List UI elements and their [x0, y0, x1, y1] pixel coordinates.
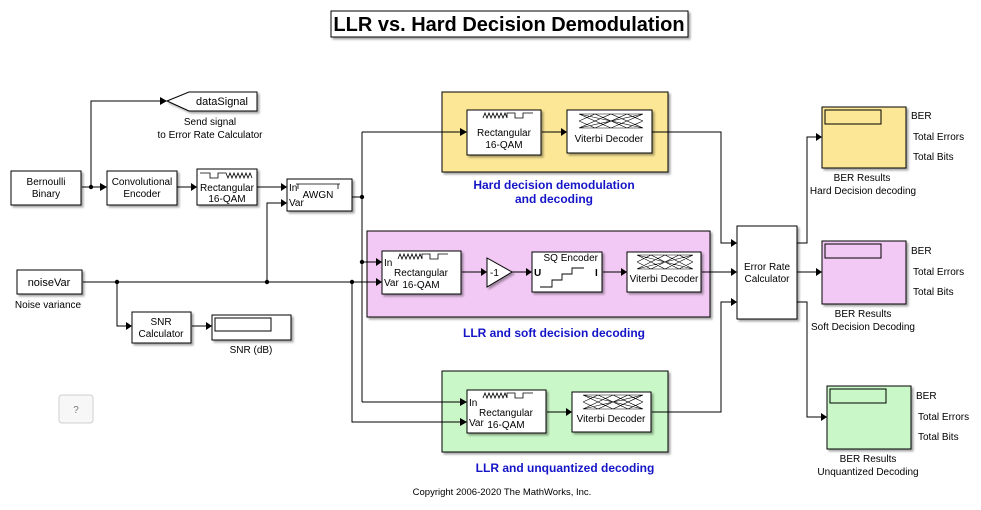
ber-soft-value-field [824, 243, 882, 259]
unq-decoder-label: Viterbi Decoder [577, 414, 646, 425]
goto-datasignal-block[interactable]: dataSignal [165, 91, 258, 112]
staircase-icon [540, 267, 584, 288]
area-hard-label-2: and decoding [515, 192, 593, 206]
hard-decoder-label: Viterbi Decoder [575, 134, 644, 145]
hard-demod-label-1: Rectangular [477, 128, 532, 139]
ber-soft-row-bits: Total Bits [913, 287, 954, 298]
snr-display-block[interactable] [211, 314, 292, 341]
junction-dots [88, 184, 365, 285]
unq-demod-port-var: Var [469, 418, 484, 429]
soft-demod-label-1: Rectangular [394, 268, 449, 279]
awgn-channel-block[interactable]: In Var AWGN [286, 178, 353, 212]
modulator-waveform-icon [200, 171, 253, 180]
unq-demod-port-in: In [469, 398, 477, 409]
bernoulli-label-1: Bernoulli [27, 177, 66, 188]
ber-soft-row-errors: Total Errors [913, 267, 964, 278]
rectangular-qam-modulator-block[interactable]: Rectangular 16-QAM [196, 168, 258, 206]
ber-unq-row-ber: BER [916, 391, 937, 402]
soft-demod-label-2: 16-QAM [402, 280, 439, 291]
goto-label: dataSignal [196, 96, 248, 108]
noise-var-caption: Noise variance [15, 300, 82, 311]
unq-viterbi-decoder-block[interactable]: Viterbi Decoder [571, 391, 652, 433]
ber-soft-caption-1: BER Results [835, 309, 892, 320]
ber-unq-value-field [829, 388, 887, 404]
sq-encoder-block[interactable]: SQ Encoder U I [531, 251, 603, 293]
snr-display-caption: SNR (dB) [230, 345, 273, 356]
help-button[interactable]: ? [58, 394, 94, 424]
unq-demod-label-2: 16-QAM [487, 420, 524, 431]
demod-waveform-icon [482, 111, 533, 120]
demod-waveform-icon [482, 391, 533, 400]
bernoulli-label-2: Binary [32, 189, 60, 200]
model-title: LLR vs. Hard Decision Demodulation [330, 10, 689, 38]
conv-label-2: Encoder [123, 189, 161, 200]
ber-unq-caption-2: Unquantized Decoding [817, 467, 918, 478]
ber-hard-row-ber: BER [911, 111, 932, 122]
gain-block[interactable]: -1 [486, 257, 513, 288]
soft-viterbi-decoder-block[interactable]: Viterbi Decoder [626, 251, 702, 293]
ber-display-unquantized[interactable]: BER Total Errors Total Bits [826, 385, 969, 450]
area-soft-label: LLR and soft decision decoding [463, 326, 645, 340]
sq-port-u: U [534, 268, 541, 279]
error-rate-calculator-block[interactable]: Error Rate Calculator [736, 225, 798, 320]
hard-viterbi-decoder-block[interactable]: Viterbi Decoder [566, 109, 653, 154]
ber-display-soft[interactable]: BER Total Errors Total Bits [821, 240, 964, 305]
trellis-icon [582, 394, 644, 410]
error-rate-label-1: Error Rate [744, 262, 791, 273]
soft-demod-block[interactable]: In Var Rectangular 16-QAM [381, 250, 462, 295]
unq-demod-block[interactable]: In Var Rectangular 16-QAM [466, 389, 547, 434]
ber-unq-row-errors: Total Errors [918, 412, 969, 423]
ber-soft-row-ber: BER [911, 246, 932, 257]
signal-lines [82, 100, 821, 423]
soft-demod-port-in: In [384, 258, 392, 269]
copyright-text: Copyright 2006-2020 The MathWorks, Inc. [413, 487, 592, 498]
goto-caption-2: to Error Rate Calculator [157, 130, 263, 141]
demod-waveform-icon [397, 252, 448, 261]
ber-hard-caption-1: BER Results [834, 173, 891, 184]
awgn-port-var: Var [289, 198, 304, 209]
snr-display-value-field [214, 317, 272, 332]
conv-label-1: Convolutional [112, 177, 173, 188]
ber-unq-caption-1: BER Results [840, 454, 897, 465]
mod-label-1: Rectangular [200, 183, 255, 194]
sq-encoder-title: SQ Encoder [544, 253, 599, 264]
soft-decoder-label: Viterbi Decoder [630, 274, 699, 285]
ber-hard-caption-2: Hard Decision decoding [810, 186, 916, 197]
ber-hard-row-bits: Total Bits [913, 152, 954, 163]
sq-port-i: I [595, 268, 598, 279]
ber-soft-caption-2: Soft Decision Decoding [811, 322, 915, 333]
noise-variance-block[interactable]: noiseVar [16, 269, 83, 295]
hard-demod-label-2: 16-QAM [485, 140, 522, 151]
hard-demod-block[interactable]: Rectangular 16-QAM [466, 109, 542, 156]
goto-caption-1: Send signal [184, 117, 236, 128]
arrowheads [100, 97, 827, 426]
unq-demod-label-1: Rectangular [479, 408, 534, 419]
ber-hard-value-field [824, 109, 882, 125]
awgn-channel-icon [296, 183, 340, 189]
ber-hard-row-errors: Total Errors [913, 132, 964, 143]
snr-calculator-block[interactable]: SNR Calculator [131, 311, 192, 344]
model-title-text: LLR vs. Hard Decision Demodulation [333, 14, 684, 36]
snr-calc-label-1: SNR [150, 317, 171, 328]
trellis-icon [578, 113, 644, 129]
awgn-label: AWGN [303, 190, 334, 201]
soft-demod-port-var: Var [384, 278, 399, 289]
mod-label-2: 16-QAM [208, 194, 245, 205]
snr-calc-label-2: Calculator [138, 329, 184, 340]
awgn-port-in: In [289, 183, 297, 194]
trellis-icon [636, 254, 694, 270]
convolutional-encoder-block[interactable]: Convolutional Encoder [106, 170, 178, 206]
area-hard-label-1: Hard decision demodulation [473, 178, 634, 192]
noise-var-label: noiseVar [28, 277, 71, 289]
area-unq-label: LLR and unquantized decoding [476, 461, 655, 475]
help-icon: ? [73, 405, 79, 416]
ber-display-hard[interactable]: BER Total Errors Total Bits [821, 106, 964, 169]
ber-unq-row-bits: Total Bits [918, 432, 959, 443]
error-rate-label-2: Calculator [744, 274, 790, 285]
gain-value: -1 [490, 268, 499, 279]
bernoulli-binary-block[interactable]: Bernoulli Binary [10, 170, 82, 206]
